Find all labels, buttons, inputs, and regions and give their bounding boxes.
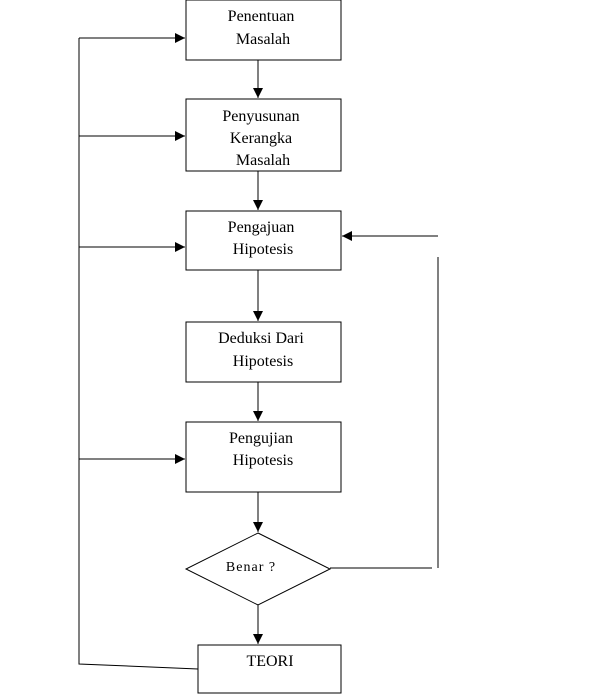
feedback-line-left	[78, 38, 199, 670]
box-penyusunan-line-3: Masalah	[236, 152, 290, 169]
box-pengujian-hipotesis: Pengujian Hipotesis	[185, 421, 342, 493]
box-deduksi-line-1: Deduksi Dari	[218, 330, 304, 347]
box-penentuan-line-2: Masalah	[236, 31, 290, 48]
svg-text:Deduksi Dari Hipotesis: Deduksi Dari Hipotesis	[218, 330, 308, 370]
decision-benar-diamond: Benar ?	[184, 532, 332, 606]
svg-text:Pengujian Hipotesis: Pengujian Hipotesis	[229, 430, 297, 469]
box-deduksi-line-2: Hipotesis	[233, 353, 293, 370]
box-penyusunan-kerangka-masalah: Penyusunan Kerangka Masalah	[185, 98, 342, 172]
box-teori: TEORI	[197, 644, 342, 694]
box-penyusunan-line-2: Kerangka	[230, 130, 292, 147]
box-deduksi-dari-hipotesis: Deduksi Dari Hipotesis	[185, 321, 342, 383]
svg-text:Penentuan Masalah: Penentuan Masalah	[228, 8, 299, 48]
box-pengujian-line-2: Hipotesis	[233, 452, 293, 469]
box-pengujian-line-1: Pengujian	[229, 430, 293, 447]
decision-label: Benar ?	[226, 560, 276, 575]
svg-text:Pengajuan Hipotesis: Pengajuan Hipotesis	[228, 219, 299, 258]
box-penyusunan-line-1: Penyusunan	[222, 108, 299, 125]
box-pengajuan-hipotesis: Pengajuan Hipotesis	[185, 210, 342, 271]
box-pengajuan-line-1: Pengajuan	[228, 219, 295, 236]
box-teori-label: TEORI	[246, 653, 293, 670]
box-penentuan-line-1: Penentuan	[228, 8, 295, 25]
box-pengajuan-line-2: Hipotesis	[233, 241, 293, 258]
box-penentuan-masalah: Penentuan Masalah	[185, 0, 342, 61]
svg-text:Penyusunan Kerangka: Penyusunan Kerangka Masalah	[222, 108, 303, 169]
